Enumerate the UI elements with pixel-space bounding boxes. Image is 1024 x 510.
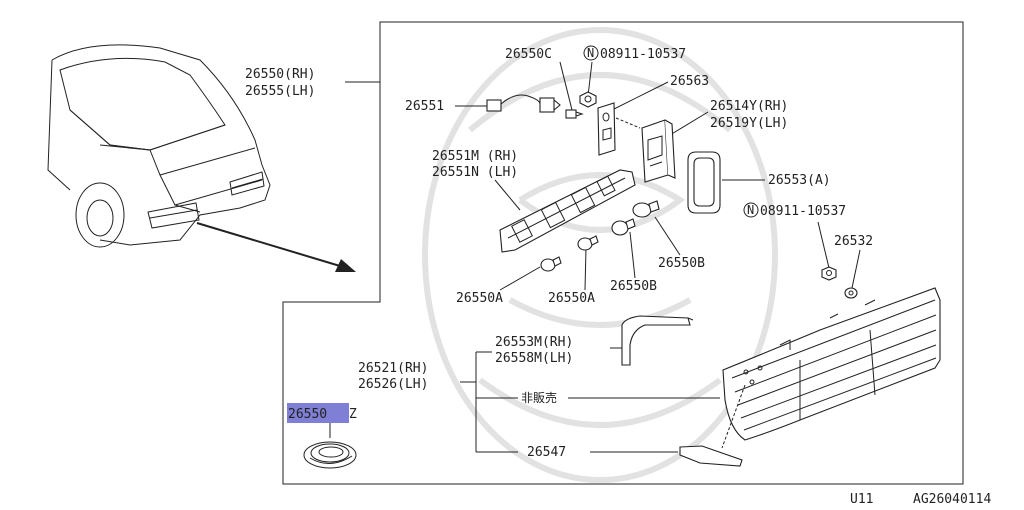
n-symbol-top	[583, 45, 599, 61]
harness-part	[486, 94, 561, 113]
label-harness: 26551	[405, 99, 444, 114]
leader-washer	[851, 249, 861, 289]
label-bulb-b-upper: 26550B	[658, 256, 705, 271]
label-reflector: 26547	[527, 445, 566, 460]
watermark-emblem	[422, 27, 778, 483]
socket-c-part	[565, 109, 584, 119]
seal-m-part	[621, 315, 694, 366]
label-assembly-lh: 26555(LH)	[245, 84, 315, 99]
label-seal-rh: 26553M(RH)	[495, 335, 573, 350]
reflector-part	[679, 445, 743, 467]
label-lens-lh: 26526(LH)	[358, 377, 428, 392]
leader-bulb-b-lower	[629, 231, 636, 279]
gasket-plate-part	[597, 102, 641, 156]
label-gasket-plate: 26563	[670, 74, 709, 89]
leader-bulb-a-left	[499, 266, 541, 291]
bulb-b-lower	[611, 218, 636, 236]
label-bulb-z-prefix[interactable]: 26550	[288, 407, 327, 422]
label-bulb-b-lower: 26550B	[610, 279, 657, 294]
label-not-sold: 非販売	[521, 390, 557, 405]
arrow	[196, 222, 356, 272]
car-illustration	[47, 44, 271, 248]
label-seal-lh: 26558M(LH)	[495, 351, 573, 366]
bulb-b-upper	[632, 200, 660, 218]
lens-part	[721, 287, 941, 449]
leader-gasket-plate	[611, 81, 669, 111]
label-nut-top: 08911-10537	[600, 47, 686, 62]
highlight-26550z[interactable]	[287, 403, 349, 423]
n-symbol-right-text: N	[747, 203, 754, 217]
label-bulb-a-mid: 26550A	[548, 291, 595, 306]
bulb-a-mid	[577, 235, 599, 251]
frame-border	[282, 21, 964, 485]
label-nut-right: 08911-10537	[760, 204, 846, 219]
leader-nut-right	[817, 221, 830, 269]
washer-part	[844, 287, 858, 299]
leader-bulb-b-upper	[654, 216, 681, 256]
footer-model: U11	[850, 492, 873, 507]
label-bulb-z-suffix[interactable]: Z	[349, 407, 357, 422]
label-assembly-rh: 26550(RH)	[245, 67, 315, 82]
label-bulb-a-left: 26550A	[456, 291, 503, 306]
label-socket-c: 26550C	[505, 47, 552, 62]
label-lens-rh: 26521(RH)	[358, 361, 428, 376]
label-holder-rh: 26551M (RH)	[432, 149, 518, 164]
nut-top-part	[579, 91, 597, 108]
socket-y-part	[641, 119, 676, 183]
n-symbol-top-text: N	[587, 46, 594, 60]
label-socket-lh: 26519Y(LH)	[710, 116, 788, 131]
label-washer: 26532	[834, 234, 873, 249]
leader-holder	[494, 179, 521, 211]
leader-bulb-a-mid	[584, 247, 587, 291]
leader-nut-top	[587, 61, 593, 97]
label-gasket-a: 26553(A)	[768, 173, 831, 188]
bracket-lens	[460, 351, 518, 453]
gasket-a-part	[687, 151, 721, 214]
n-symbol-right	[743, 202, 759, 218]
label-socket-rh: 26514Y(RH)	[710, 99, 788, 114]
bulb-a-left	[540, 256, 562, 272]
nut-right-part	[821, 266, 837, 281]
bulb-holder-part	[499, 169, 636, 253]
leader-socket-yh	[669, 111, 709, 136]
leader-socket-c	[559, 61, 573, 111]
coil-part	[303, 441, 357, 469]
footer-code: AG26040114	[913, 492, 991, 507]
label-holder-lh: 26551N (LH)	[432, 165, 518, 180]
